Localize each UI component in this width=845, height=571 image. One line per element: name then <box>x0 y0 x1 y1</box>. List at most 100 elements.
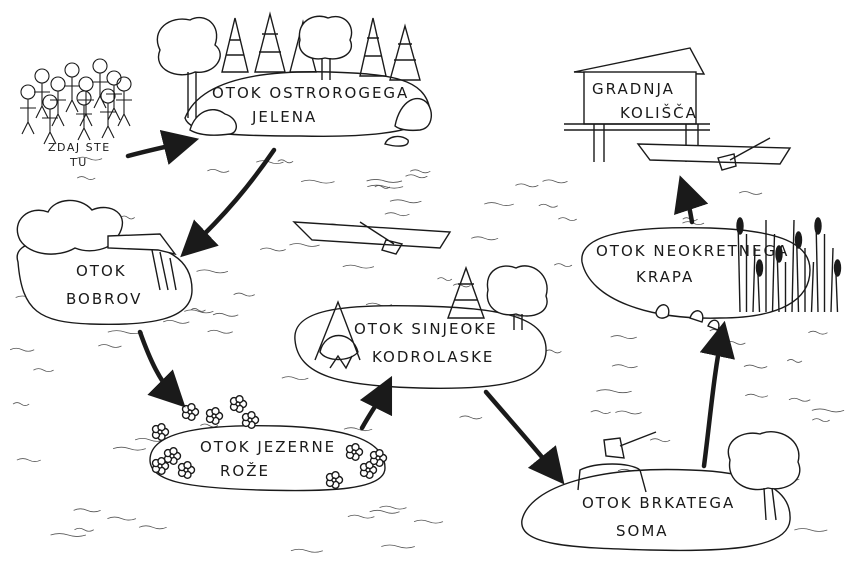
arrow-toad-to-goal <box>674 175 709 225</box>
cattail <box>775 245 783 263</box>
cattail <box>736 217 744 235</box>
ripple <box>277 159 294 164</box>
flower-center <box>365 467 371 473</box>
person-body <box>92 73 108 109</box>
person-head <box>100 88 116 104</box>
cattail-reeds-icon <box>736 217 842 313</box>
reed-stem <box>752 247 756 313</box>
start-label-2: TU <box>70 156 88 169</box>
flower-center <box>157 463 163 469</box>
ripple <box>558 217 577 222</box>
people-icon <box>20 58 132 145</box>
ripple <box>379 505 407 510</box>
deer-label-2: JELENA <box>252 108 318 126</box>
ripple <box>212 312 239 317</box>
tree-icon <box>156 17 221 76</box>
stump-icon <box>577 463 647 493</box>
person-body <box>106 85 122 121</box>
start-label: ZDAJ STE <box>48 141 111 154</box>
lily-label-2: ROŽE <box>220 462 270 480</box>
person-head <box>42 94 58 110</box>
ripple <box>369 509 400 514</box>
ripple <box>471 236 499 241</box>
ripple <box>343 427 373 432</box>
flower-center <box>169 453 175 459</box>
reed-stem <box>737 219 741 313</box>
paddle-icon <box>359 221 404 255</box>
person-body <box>100 103 116 139</box>
beaver-label-1: OTOK <box>76 262 127 280</box>
ripple <box>347 514 375 519</box>
beaver-lodge-icon <box>107 233 177 256</box>
ripple <box>290 548 323 553</box>
ripple <box>381 544 415 549</box>
ripple <box>366 179 403 183</box>
bush-icon <box>16 199 124 255</box>
catfish-label-1: OTOK BRKATEGA <box>582 494 736 512</box>
flower-center <box>183 467 189 473</box>
flower-center <box>331 477 337 483</box>
ripple <box>289 243 320 247</box>
ripple <box>794 528 828 532</box>
person-body <box>64 77 80 113</box>
flower-center <box>351 449 357 455</box>
island-beaver <box>16 199 193 326</box>
ripple <box>98 344 122 348</box>
rock <box>384 135 409 147</box>
campfire-icon <box>314 300 361 361</box>
cattail <box>755 259 764 277</box>
beaver-label-2: BOBROV <box>66 290 143 308</box>
flower-center <box>375 455 381 461</box>
ripple <box>260 247 286 252</box>
ripple <box>196 269 229 274</box>
ripple <box>207 329 233 334</box>
ripple <box>281 376 309 381</box>
person-body <box>50 91 66 127</box>
ripple <box>409 169 431 174</box>
island-lily <box>149 395 388 492</box>
goal-label-2: KOLIŠČA <box>620 104 698 122</box>
person-body <box>20 99 36 135</box>
ripple <box>611 364 638 369</box>
conifer-icon <box>447 265 485 319</box>
island-toad <box>581 217 842 331</box>
ripple <box>437 277 453 282</box>
flower-center <box>211 413 217 419</box>
ripple <box>300 179 335 184</box>
conifer-trees <box>221 11 421 81</box>
cattail <box>794 231 803 249</box>
ripple <box>184 309 214 314</box>
ripple <box>786 359 803 363</box>
person-body <box>116 91 132 127</box>
ripple <box>16 458 41 462</box>
ripple <box>76 156 103 161</box>
ripple <box>596 389 632 394</box>
toad-label-1: OTOK NEOKRETNEGA <box>596 242 790 260</box>
reed-stem <box>791 219 795 313</box>
arrow-beaver-to-lily <box>137 329 186 408</box>
cattail <box>814 217 822 235</box>
ripple <box>389 199 422 204</box>
ripple <box>725 341 746 345</box>
reed-stem <box>830 247 834 313</box>
ripple <box>545 349 562 354</box>
ripple <box>12 402 30 406</box>
goal-label-1: GRADNJA <box>592 80 675 98</box>
person-head <box>92 58 108 74</box>
person-body <box>42 109 58 145</box>
arrow-lily-to-heron <box>359 375 393 431</box>
arrow-deer-to-beaver <box>180 147 277 258</box>
ripple <box>812 418 830 423</box>
ripple <box>50 533 87 537</box>
ripple <box>112 446 146 451</box>
ripple <box>256 160 284 164</box>
ripple <box>374 185 391 189</box>
paddle-icon <box>717 137 771 171</box>
arrow-start-to-deer <box>125 129 200 165</box>
person-body <box>78 91 94 127</box>
ripple <box>811 408 845 413</box>
flower-center <box>247 417 253 423</box>
person-head <box>34 68 50 84</box>
